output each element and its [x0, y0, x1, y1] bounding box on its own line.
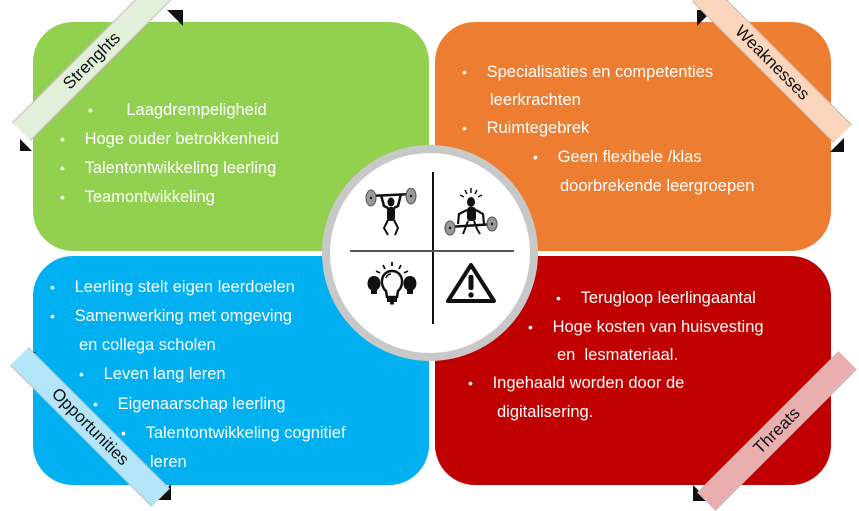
threat-item-continuation: en lesmateriaal. [557, 346, 679, 364]
opportunity-item: Samenwerking met omgeving [50, 302, 292, 331]
weakness-item: Ruimtegebrek [462, 114, 590, 143]
horizontal-divider [350, 250, 514, 252]
weakness-item-continuation: leerkrachten [490, 91, 581, 109]
center-circle [322, 145, 538, 361]
weakness-subitem-continuation: doorbrekende leergroepen [560, 177, 755, 195]
strength-item: Laagdrempeligheid [88, 96, 266, 125]
threat-item-continuation: digitalisering. [497, 403, 594, 421]
strength-item: Teamontwikkeling [60, 183, 215, 212]
struggling-lifter-icon [444, 188, 498, 236]
opportunity-subitem: Leven lang leren [79, 360, 226, 389]
threat-item: Hoge kosten van huisvesting [528, 313, 764, 342]
vertical-divider [432, 172, 434, 324]
threat-item: Terugloop leerlingaantal [556, 284, 756, 313]
lightbulbs-icon [367, 262, 417, 305]
strength-item: Hoge ouder betrokkenheid [60, 125, 279, 154]
opportunity-subitem-continuation: leren [150, 453, 187, 471]
strength-item: Talentontwikkeling leerling [60, 154, 277, 183]
weakness-subitem: Geen flexibele /klas [533, 143, 702, 172]
warning-icon [446, 263, 496, 303]
opportunity-item: Leerling stelt eigen leerdoelen [50, 273, 295, 302]
threat-item: Ingehaald worden door de [468, 369, 685, 398]
opportunity-item-continuation: en collega scholen [79, 336, 216, 354]
opportunity-subitem: Talentontwikkeling cognitief [121, 419, 346, 448]
ribbon-fold [20, 139, 32, 151]
weakness-item: Specialisaties en competenties [462, 58, 714, 87]
ribbon-fold [167, 10, 183, 26]
opportunity-subitem: Eigenaarschap leerling [93, 390, 286, 419]
weightlifter-icon [365, 188, 417, 236]
